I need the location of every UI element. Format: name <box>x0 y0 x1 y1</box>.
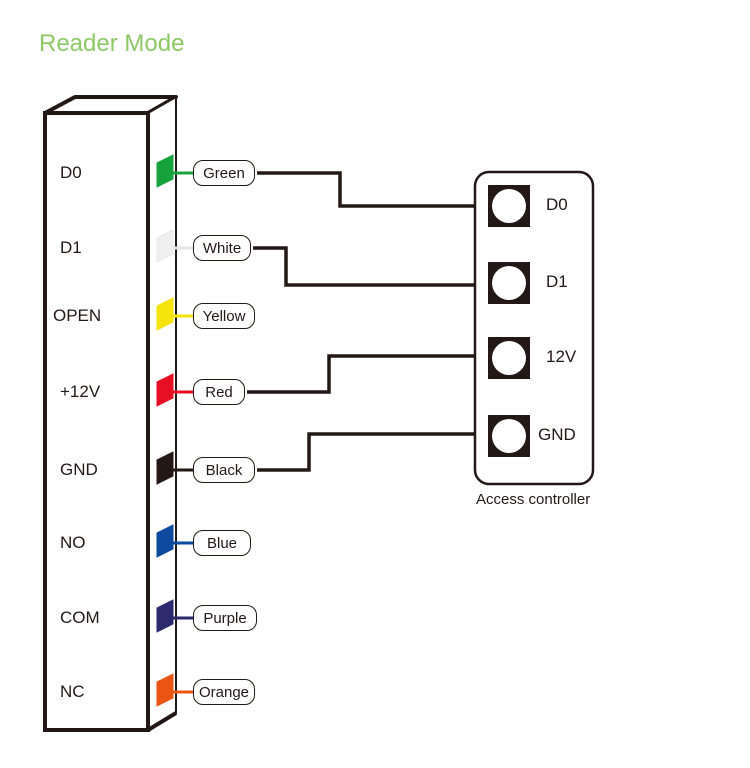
reader-pin-label: GND <box>60 460 98 479</box>
reader-pin-label: +12V <box>60 382 101 401</box>
wire-label-orange: Orange <box>193 679 255 705</box>
wire-label-green: Green <box>193 160 255 186</box>
reader-front-face <box>43 111 150 732</box>
connector-yellow <box>156 297 174 331</box>
controller-terminal-label-d1: D1 <box>546 272 568 291</box>
access-controller-caption: Access controller <box>476 491 591 508</box>
diagram-title: Reader Mode <box>39 30 185 57</box>
connection-wire-white-to-d1 <box>253 246 476 287</box>
connector-purple <box>156 599 174 633</box>
connection-wire-black-to-gnd <box>257 432 476 472</box>
controller-terminal-label-d0: D0 <box>546 195 568 214</box>
connector-orange <box>156 673 174 707</box>
connector-red <box>156 373 174 407</box>
controller-terminal-label-12v: 12V <box>546 347 577 366</box>
access-controller-box <box>473 170 595 486</box>
wire-label-yellow: Yellow <box>193 303 255 329</box>
reader-device <box>43 95 178 732</box>
reader-side-face <box>147 95 177 732</box>
reader-pin-label: D1 <box>60 238 82 257</box>
connector-white <box>156 229 174 263</box>
controller-terminal-label-gnd: GND <box>538 425 576 444</box>
wire-label-purple: Purple <box>193 605 257 631</box>
reader-pin-label: OPEN <box>53 306 102 325</box>
wire-label-black: Black <box>193 457 255 483</box>
wire-label-white: White <box>193 235 251 261</box>
wire-label-blue: Blue <box>193 530 251 556</box>
reader-pin-label: D0 <box>60 163 82 182</box>
connection-wire-green-to-d0 <box>257 171 476 208</box>
wire-label-red: Red <box>193 379 245 405</box>
terminal-d0-screw-icon <box>492 189 526 223</box>
connector-green <box>156 154 174 188</box>
reader-pin-label: COM <box>60 608 100 627</box>
terminal-gnd-screw-icon <box>492 419 526 453</box>
connector-black <box>156 451 174 485</box>
terminal-d1-screw-icon <box>492 266 526 300</box>
connection-wire-red-to-12v <box>247 354 476 394</box>
reader-pin-label: NC <box>60 682 85 701</box>
reader-pin-label: NO <box>60 533 86 552</box>
connector-blue <box>156 524 174 558</box>
terminal-12v-screw-icon <box>492 341 526 375</box>
